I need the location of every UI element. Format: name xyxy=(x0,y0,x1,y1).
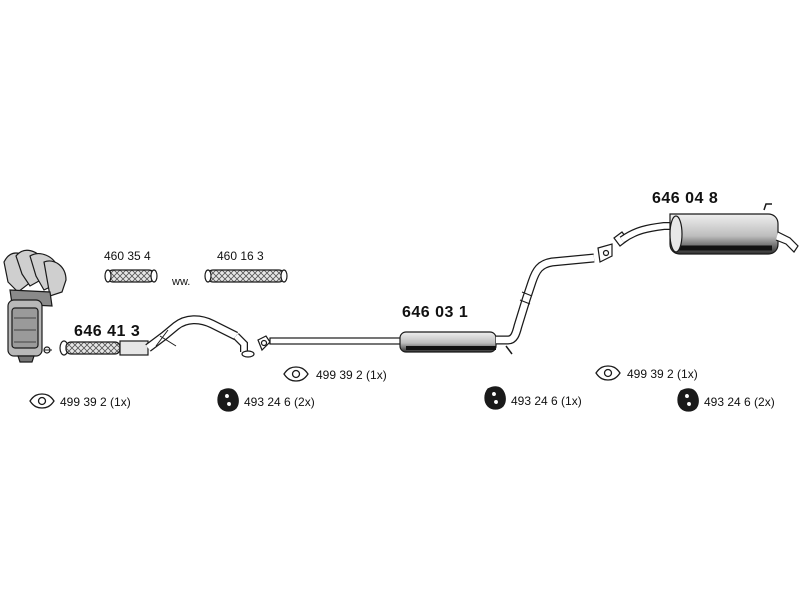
rear-silencer xyxy=(613,203,799,255)
exhaust-manifold xyxy=(3,249,67,363)
rubber-hanger-icon xyxy=(677,388,699,412)
part-number-front-pipe: 646 41 3 xyxy=(74,323,141,340)
part-number-flex-pipe-a: 460 35 4 xyxy=(104,249,151,263)
flex-pipe-separator: ww. xyxy=(172,276,191,288)
part-number-flex-pipe-b: 460 16 3 xyxy=(217,249,264,263)
gasket-icon xyxy=(283,366,309,382)
middle-pipe xyxy=(257,243,613,355)
accessory-label: 499 39 2 (1x) xyxy=(60,395,131,409)
accessory-label: 493 24 6 (2x) xyxy=(244,395,315,409)
accessory-label: 493 24 6 (1x) xyxy=(511,394,582,408)
front-pipe xyxy=(59,315,255,358)
accessory-label: 499 39 2 (1x) xyxy=(627,367,698,381)
gasket-icon xyxy=(595,365,621,381)
part-number-rear-silencer: 646 04 8 xyxy=(652,190,719,207)
part-number-middle-silencer: 646 03 1 xyxy=(402,304,469,321)
flex-pipe-a xyxy=(104,269,158,283)
rubber-hanger-icon xyxy=(217,388,239,412)
flex-pipe-b xyxy=(204,269,288,283)
accessory-label: 493 24 6 (2x) xyxy=(704,395,775,409)
rubber-hanger-icon xyxy=(484,386,506,410)
gasket-icon xyxy=(29,393,55,409)
accessory-label: 499 39 2 (1x) xyxy=(316,368,387,382)
